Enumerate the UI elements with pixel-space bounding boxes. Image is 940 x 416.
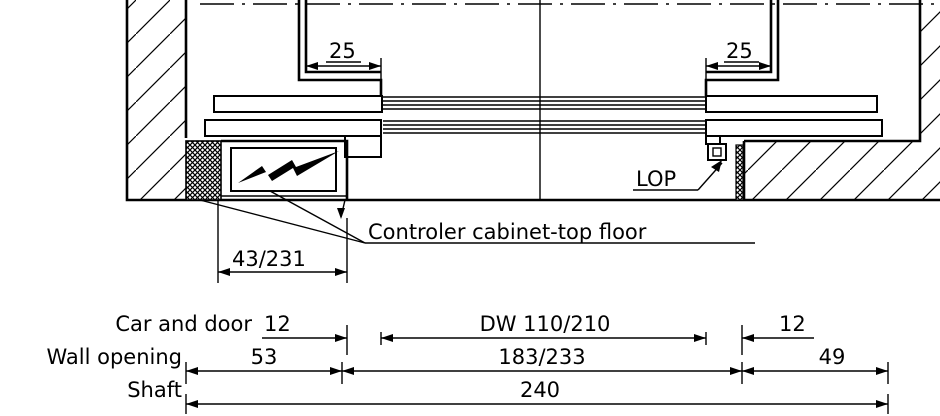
shaft-title: Shaft	[127, 378, 182, 402]
wall-opening-right-value: 49	[819, 345, 846, 369]
center-lines	[200, 0, 940, 200]
car-and-door-title: Car and door	[115, 312, 252, 336]
car-and-door-left-value: 12	[264, 312, 291, 336]
shaft-dimension-line	[185, 394, 889, 414]
cross-hatch-block	[185, 140, 222, 201]
door-panels	[204, 95, 883, 158]
wall-opening-middle-value: 183/233	[498, 345, 585, 369]
car-and-door-dimension-line	[262, 325, 814, 355]
cabinet-leader	[199, 190, 755, 244]
left-wall	[125, 0, 940, 202]
lop-box	[707, 143, 727, 161]
right-offset-label: 25	[726, 39, 753, 63]
left-offset-dimension	[305, 58, 382, 80]
lop-label: LOP	[636, 167, 676, 191]
shaft-value: 240	[520, 378, 560, 402]
wall-opening-left-value: 53	[251, 345, 278, 369]
car-outline	[297, 0, 780, 96]
car-and-door-middle-value: DW 110/210	[480, 312, 611, 336]
controller-cabinet	[221, 139, 349, 200]
lop-leader	[633, 160, 723, 191]
cabinet-dimension	[217, 200, 348, 283]
right-wall	[742, 0, 940, 200]
lightning-icon	[238, 151, 339, 183]
wall-opening-title: Wall opening	[46, 345, 182, 369]
left-offset-label: 25	[329, 39, 356, 63]
car-and-door-right-value: 12	[779, 312, 806, 336]
lop-wall-strip	[735, 144, 744, 201]
cabinet-label: Controler cabinet-top floor	[368, 220, 647, 244]
right-offset-dimension	[705, 58, 772, 80]
cabinet-dim-label: 43/231	[232, 247, 306, 271]
wall-opening-dimension-line	[185, 362, 889, 384]
